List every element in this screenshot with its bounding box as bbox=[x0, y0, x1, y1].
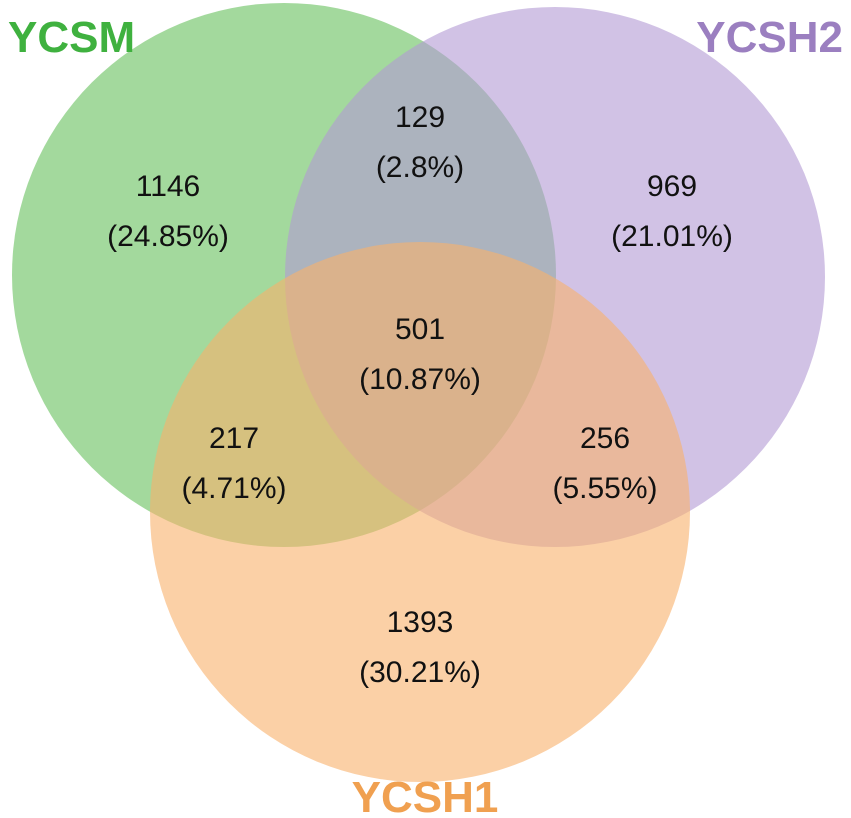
region-count: 1393 bbox=[387, 606, 454, 639]
region-percent: (2.8%) bbox=[376, 151, 464, 184]
region-percent: (5.55%) bbox=[552, 472, 657, 505]
region-ycsh2-only: 969 (21.01%) bbox=[611, 170, 733, 253]
region-count: 256 bbox=[580, 422, 630, 455]
region-count: 129 bbox=[395, 101, 445, 134]
region-count: 969 bbox=[647, 170, 697, 203]
region-ycsm-only: 1146 (24.85%) bbox=[107, 170, 229, 253]
region-ycsm-ycsh2: 129 (2.8%) bbox=[376, 101, 464, 184]
region-percent: (4.71%) bbox=[181, 472, 286, 505]
ycsh1-label: YCSH1 bbox=[352, 773, 499, 818]
region-percent: (10.87%) bbox=[359, 363, 481, 396]
region-count: 217 bbox=[209, 422, 259, 455]
region-count: 1146 bbox=[136, 170, 201, 203]
region-count: 501 bbox=[395, 313, 445, 346]
region-ycsh1-only: 1393 (30.21%) bbox=[359, 606, 481, 689]
ycsh1-circle bbox=[150, 242, 690, 782]
ycsh2-label: YCSH2 bbox=[696, 13, 843, 62]
region-ycsm-ycsh1: 217 (4.71%) bbox=[181, 422, 286, 505]
region-percent: (24.85%) bbox=[107, 220, 229, 253]
region-all-three: 501 (10.87%) bbox=[359, 313, 481, 396]
region-ycsh2-ycsh1: 256 (5.55%) bbox=[552, 422, 657, 505]
region-percent: (21.01%) bbox=[611, 220, 733, 253]
region-percent: (30.21%) bbox=[359, 656, 481, 689]
ycsm-label: YCSM bbox=[8, 13, 135, 62]
